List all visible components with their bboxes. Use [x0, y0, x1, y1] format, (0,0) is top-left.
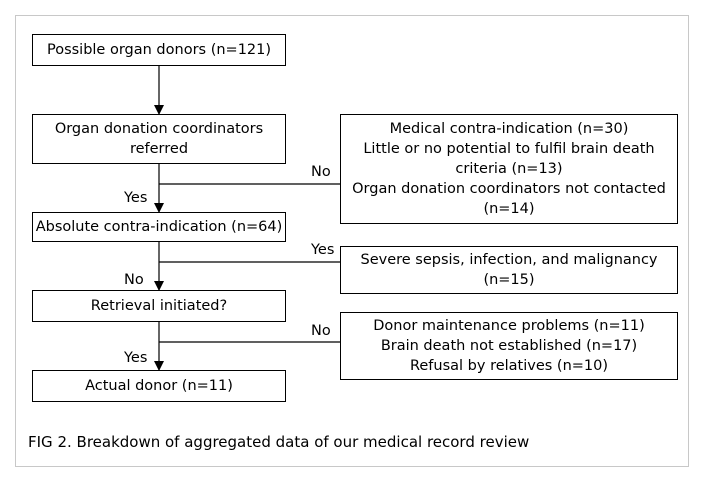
edge-label-no-1: No: [311, 164, 331, 180]
node-absolute-contraindication: Absolute contra-indication (n=64): [32, 212, 286, 242]
node-actual-donor: Actual donor (n=11): [32, 370, 286, 402]
exclusion3-line-3: Refusal by relatives (n=10): [409, 358, 609, 374]
node-exclusion-3: Donor maintenance problems (n=11) Brain …: [340, 312, 678, 380]
exclusion1-line-2: Little or no potential to fulfil brain d…: [363, 141, 655, 157]
exclusion1-line-1: Medical contra-indication (n=30): [389, 121, 629, 137]
exclusion1-line-5: (n=14): [483, 201, 535, 217]
exclusion1-line-4: Organ donation coordinators not contacte…: [352, 181, 666, 197]
node-exclusion-1: Medical contra-indication (n=30) Little …: [340, 114, 678, 224]
node-coordinators-line-2: referred: [129, 141, 189, 157]
exclusion3-line-2: Brain death not established (n=17): [380, 338, 638, 354]
node-retrieval-initiated: Retrieval initiated?: [32, 290, 286, 322]
node-possible-donors-label: Possible organ donors (n=121): [46, 42, 272, 58]
edge-label-no-3: No: [311, 323, 331, 339]
node-actual-label: Actual donor (n=11): [85, 378, 233, 394]
node-coordinators-line-1: Organ donation coordinators: [54, 121, 264, 137]
node-coordinators-referred: Organ donation coordinators referred: [32, 114, 286, 164]
node-retrieval-label: Retrieval initiated?: [90, 298, 228, 314]
node-absolute-label: Absolute contra-indication (n=64): [35, 219, 283, 235]
exclusion1-line-3: criteria (n=13): [455, 161, 563, 177]
figure-caption: FIG 2. Breakdown of aggregated data of o…: [28, 433, 530, 451]
edge-label-yes-3: Yes: [124, 350, 148, 366]
node-exclusion-2: Severe sepsis, infection, and malignancy…: [340, 246, 678, 294]
exclusion2-line-1: Severe sepsis, infection, and malignancy: [360, 252, 658, 268]
exclusion3-line-1: Donor maintenance problems (n=11): [373, 318, 645, 334]
edge-label-no-2: No: [124, 272, 144, 288]
edge-label-yes-1: Yes: [124, 190, 148, 206]
exclusion2-line-2: (n=15): [483, 272, 535, 288]
node-possible-donors: Possible organ donors (n=121): [32, 34, 286, 66]
edge-label-yes-2: Yes: [311, 242, 335, 258]
